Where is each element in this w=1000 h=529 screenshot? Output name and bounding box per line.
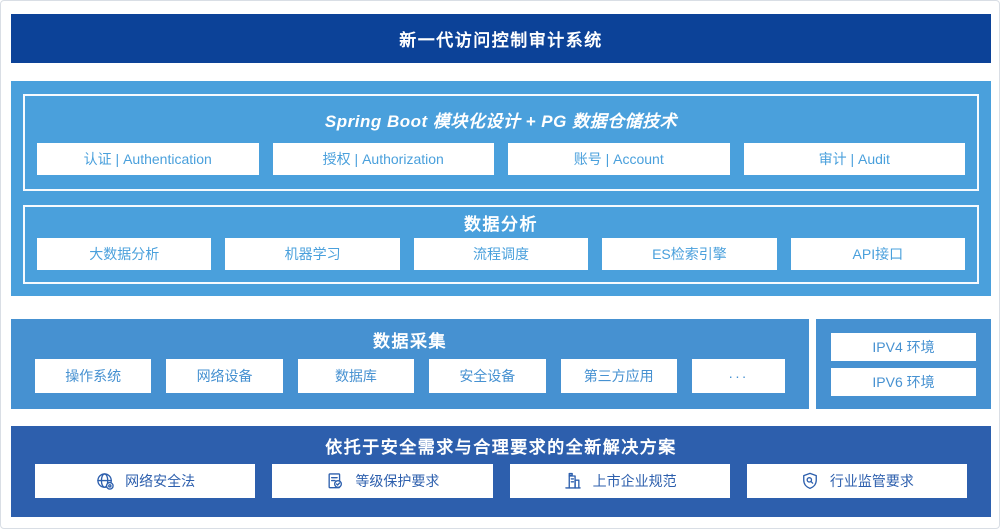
collection-module-database: 数据库 [297,359,415,393]
compliance-check-icon [325,471,345,491]
analysis-module-es: ES检索引擎 [602,238,777,270]
environment-box: IPV4 环境 IPV6 环境 [816,319,991,409]
platform-module-authorization: 授权 | Authorization [272,143,494,175]
solution-item-label: 行业监管要求 [829,473,914,489]
solution-item-protection-level: 等级保护要求 [272,464,493,498]
collection-module-security-device: 安全设备 [429,359,546,393]
analysis-module-ml: 机器学习 [225,238,400,270]
solution-section: 依托于安全需求与合理要求的全新解决方案 网络安全法 [11,426,991,517]
solution-item-listed-company: 上市企业规范 [509,464,730,498]
platform-module-row: 认证 | Authentication 授权 | Authorization 账… [25,143,977,189]
industry-supervision-icon [800,471,820,491]
solution-item-label: 上市企业规范 [592,473,677,489]
collection-module-os: 操作系统 [35,359,152,393]
env-ipv4: IPV4 环境 [831,332,976,361]
listed-company-icon [563,471,583,491]
analysis-box: 数据分析 大数据分析 机器学习 流程调度 ES检索引擎 API接口 [23,205,979,284]
collection-module-thirdparty: 第三方应用 [560,359,677,393]
analysis-title: 数据分析 [464,215,538,234]
platform-module-authentication: 认证 | Authentication [37,143,259,175]
solution-item-industry-supervision: 行业监管要求 [746,464,967,498]
main-title: 新一代访问控制审计系统 [399,31,603,50]
analysis-module-bigdata: 大数据分析 [37,238,212,270]
analysis-module-scheduling: 流程调度 [413,238,589,270]
platform-module-audit: 审计 | Audit [743,143,965,175]
main-title-banner: 新一代访问控制审计系统 [11,14,991,63]
collection-module-network-device: 网络设备 [166,359,283,393]
platform-module-account: 账号 | Account [508,143,730,175]
collection-title: 数据采集 [373,331,447,351]
solution-item-label: 等级保护要求 [355,473,440,489]
collection-module-row: 操作系统 网络设备 数据库 安全设备 第三方应用 ··· [11,359,809,409]
collection-module-more: ··· [691,359,785,393]
solution-title: 依托于安全需求与合理要求的全新解决方案 [325,437,677,457]
solution-item-network-law: 网络安全法 [35,464,256,498]
analysis-module-row: 大数据分析 机器学习 流程调度 ES检索引擎 API接口 [25,238,977,282]
platform-title: Spring Boot 模块化设计 + PG 数据仓储技术 [324,112,678,131]
collection-section: 数据采集 操作系统 网络设备 数据库 安全设备 第三方应用 ··· [11,319,809,409]
platform-box: Spring Boot 模块化设计 + PG 数据仓储技术 认证 | Authe… [23,94,979,191]
globe-security-icon [95,471,115,491]
env-ipv6: IPV6 环境 [831,367,976,396]
platform-section: Spring Boot 模块化设计 + PG 数据仓储技术 认证 | Authe… [11,81,991,296]
solution-item-row: 网络安全法 等级保护要求 [11,464,991,517]
analysis-module-api: API接口 [790,238,966,270]
solution-item-label: 网络安全法 [125,473,196,489]
